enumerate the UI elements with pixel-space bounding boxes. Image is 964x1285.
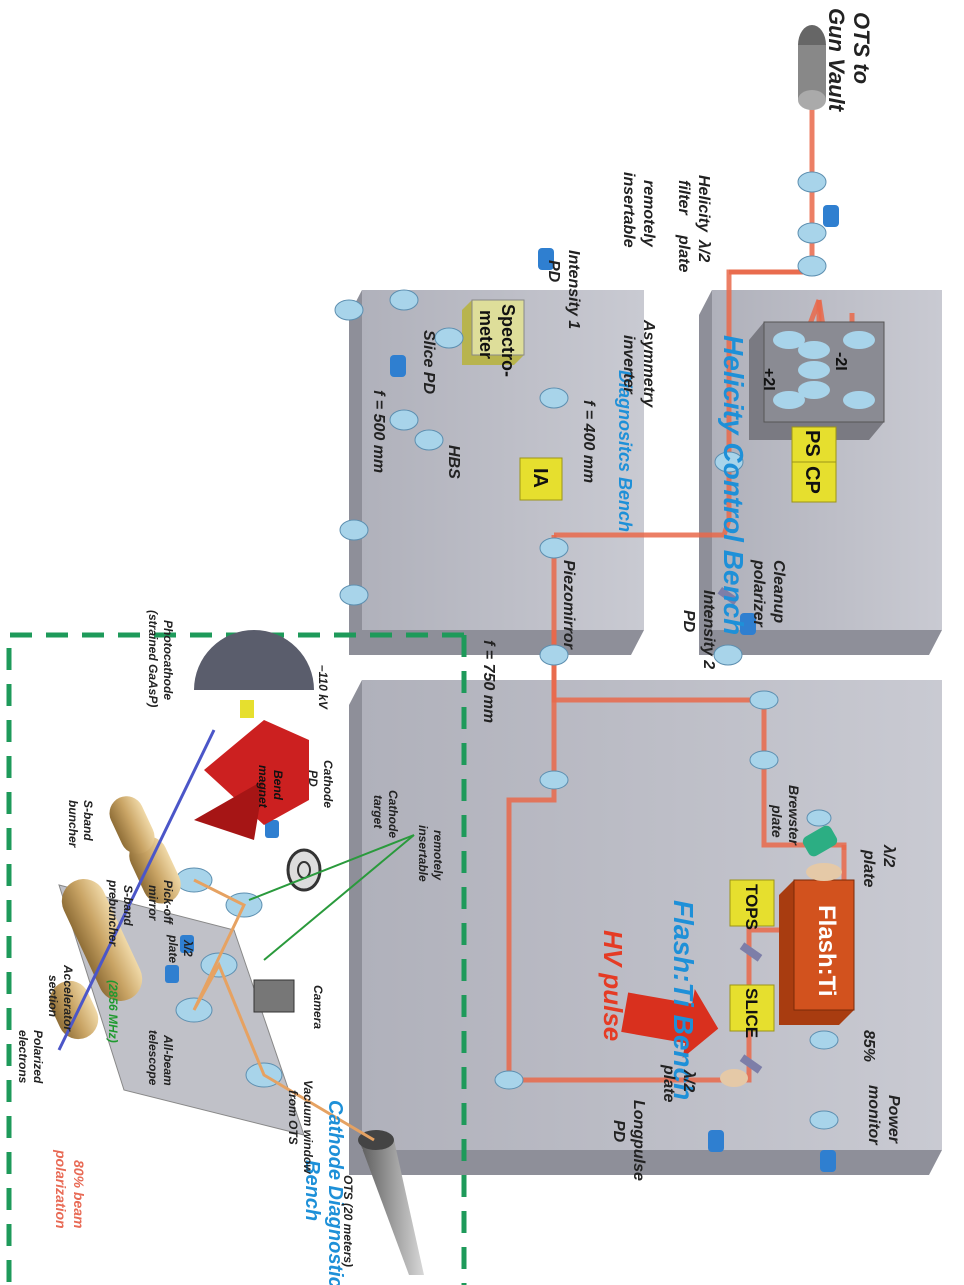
sband-b-2: buncher (66, 800, 80, 849)
vac-window-1: Vacuum window (301, 1080, 315, 1174)
power-monitor-2: monitor (865, 1085, 882, 1145)
helicity-plate-1: λ/2 (695, 239, 712, 262)
allbeam-2: telescope (146, 1030, 160, 1086)
ots20-label: OTS (20 meters) (341, 1175, 355, 1267)
f400-label: f = 400 mm (580, 400, 597, 483)
hv-pulse-label: HV pulse (598, 930, 628, 1041)
sband-b-1: S-band (81, 800, 95, 841)
pickoff-2: mirror (146, 885, 160, 922)
half-plate-1: λ/2 (880, 844, 897, 867)
ps-label: PS (801, 430, 823, 457)
minus-2i-label: -2I (832, 352, 849, 371)
remotely-ins-2: insertable (620, 172, 637, 248)
hbs-label: HBS (445, 445, 462, 479)
plate-half-1: λ/2 (181, 939, 195, 957)
slice-label: SLICE (742, 988, 761, 1038)
bend-1: Bend (271, 770, 285, 801)
piezomirror-label: Piezomirror (560, 560, 577, 650)
spectrometer-label-1: Spectro- (498, 304, 518, 377)
longpulse-2: PD (610, 1120, 627, 1143)
f750-label: f = 750 mm (480, 640, 497, 723)
intensity1-2: PD (545, 260, 562, 283)
freq-label: (2856 MHz) (106, 980, 120, 1043)
plus-2i-label: +2I (760, 368, 777, 391)
pct85-label: 85% (860, 1030, 877, 1062)
vac-window-2: from OTS (286, 1090, 300, 1145)
remote-ins-1: remotely (431, 830, 445, 881)
remotely-ins-1: remotely (640, 180, 657, 248)
cathode-pd-1: Cathode (321, 760, 335, 808)
intensity2-2: PD (680, 610, 697, 633)
plate-half-2: plate (166, 934, 180, 963)
pol-e-1: Polarized (31, 1030, 45, 1084)
slice-pd-label: Slice PD (420, 330, 437, 394)
sband-pre-2: prebuncher (106, 879, 120, 947)
power-monitor-1: Power (885, 1095, 902, 1144)
intensity2-1: Intensity 2 (700, 590, 717, 669)
pickoff-1: Pick-off (161, 880, 175, 925)
beam-pol-2: polarization (53, 1149, 69, 1229)
title-diagnostics-bench: Diagnositcs Bench (615, 370, 635, 532)
helicity-filter-1: Helicity (695, 175, 712, 233)
cathode-pd-2: PD (306, 770, 320, 787)
photocathode-1: Photocathode (161, 620, 175, 700)
pol-e-2: electrons (16, 1030, 30, 1084)
asym-1: Asymmetry (640, 319, 657, 408)
bend-2: magnet (256, 765, 270, 809)
ots-gun-vault-2: Gun Vault (824, 8, 849, 113)
cathode-target-1: Cathode (386, 790, 400, 838)
allbeam-1: All-beam (161, 1034, 175, 1086)
asym-2: inverter (620, 335, 637, 394)
cleanup-2: polarizer (750, 559, 767, 627)
longpulse-1: Longpulse (630, 1100, 647, 1181)
cathode-target-2: target (371, 795, 385, 829)
intensity1-1: Intensity 1 (565, 250, 582, 329)
half-plate-2: plate (860, 849, 877, 887)
brewster-1: Brewster (786, 785, 802, 846)
flash-ti-label: Flash:Ti (813, 905, 840, 997)
accel-1: Accelerator (61, 964, 75, 1032)
spectrometer-label-2: meter (476, 310, 496, 359)
cp-label: CP (801, 466, 823, 494)
half-plate-b-1: λ/2 (680, 1069, 697, 1092)
ots-gun-vault-1: OTS to (849, 12, 874, 84)
half-plate-b-2: plate (660, 1064, 677, 1102)
brewster-2: plate (769, 804, 785, 838)
accel-2: section (46, 975, 60, 1017)
f500-label: f = 500 mm (370, 390, 387, 473)
ia-label: IA (529, 468, 551, 488)
title-helicity-bench: Helicity Control Bench (718, 335, 749, 635)
kv-label: –110 kV (316, 665, 330, 710)
helicity-plate-2: plate (675, 234, 692, 272)
remote-ins-2: insertable (416, 825, 430, 882)
helicity-filter-2: filter (675, 180, 692, 215)
photocathode-2: (strained GaAsP) (146, 610, 160, 707)
camera-label: Camera (311, 985, 325, 1029)
tops-label: TOPS (742, 884, 761, 930)
sband-pre-1: S-band (121, 885, 135, 926)
cleanup-1: Cleanup (770, 560, 787, 623)
beam-pol-1: 80% beam (71, 1160, 87, 1228)
